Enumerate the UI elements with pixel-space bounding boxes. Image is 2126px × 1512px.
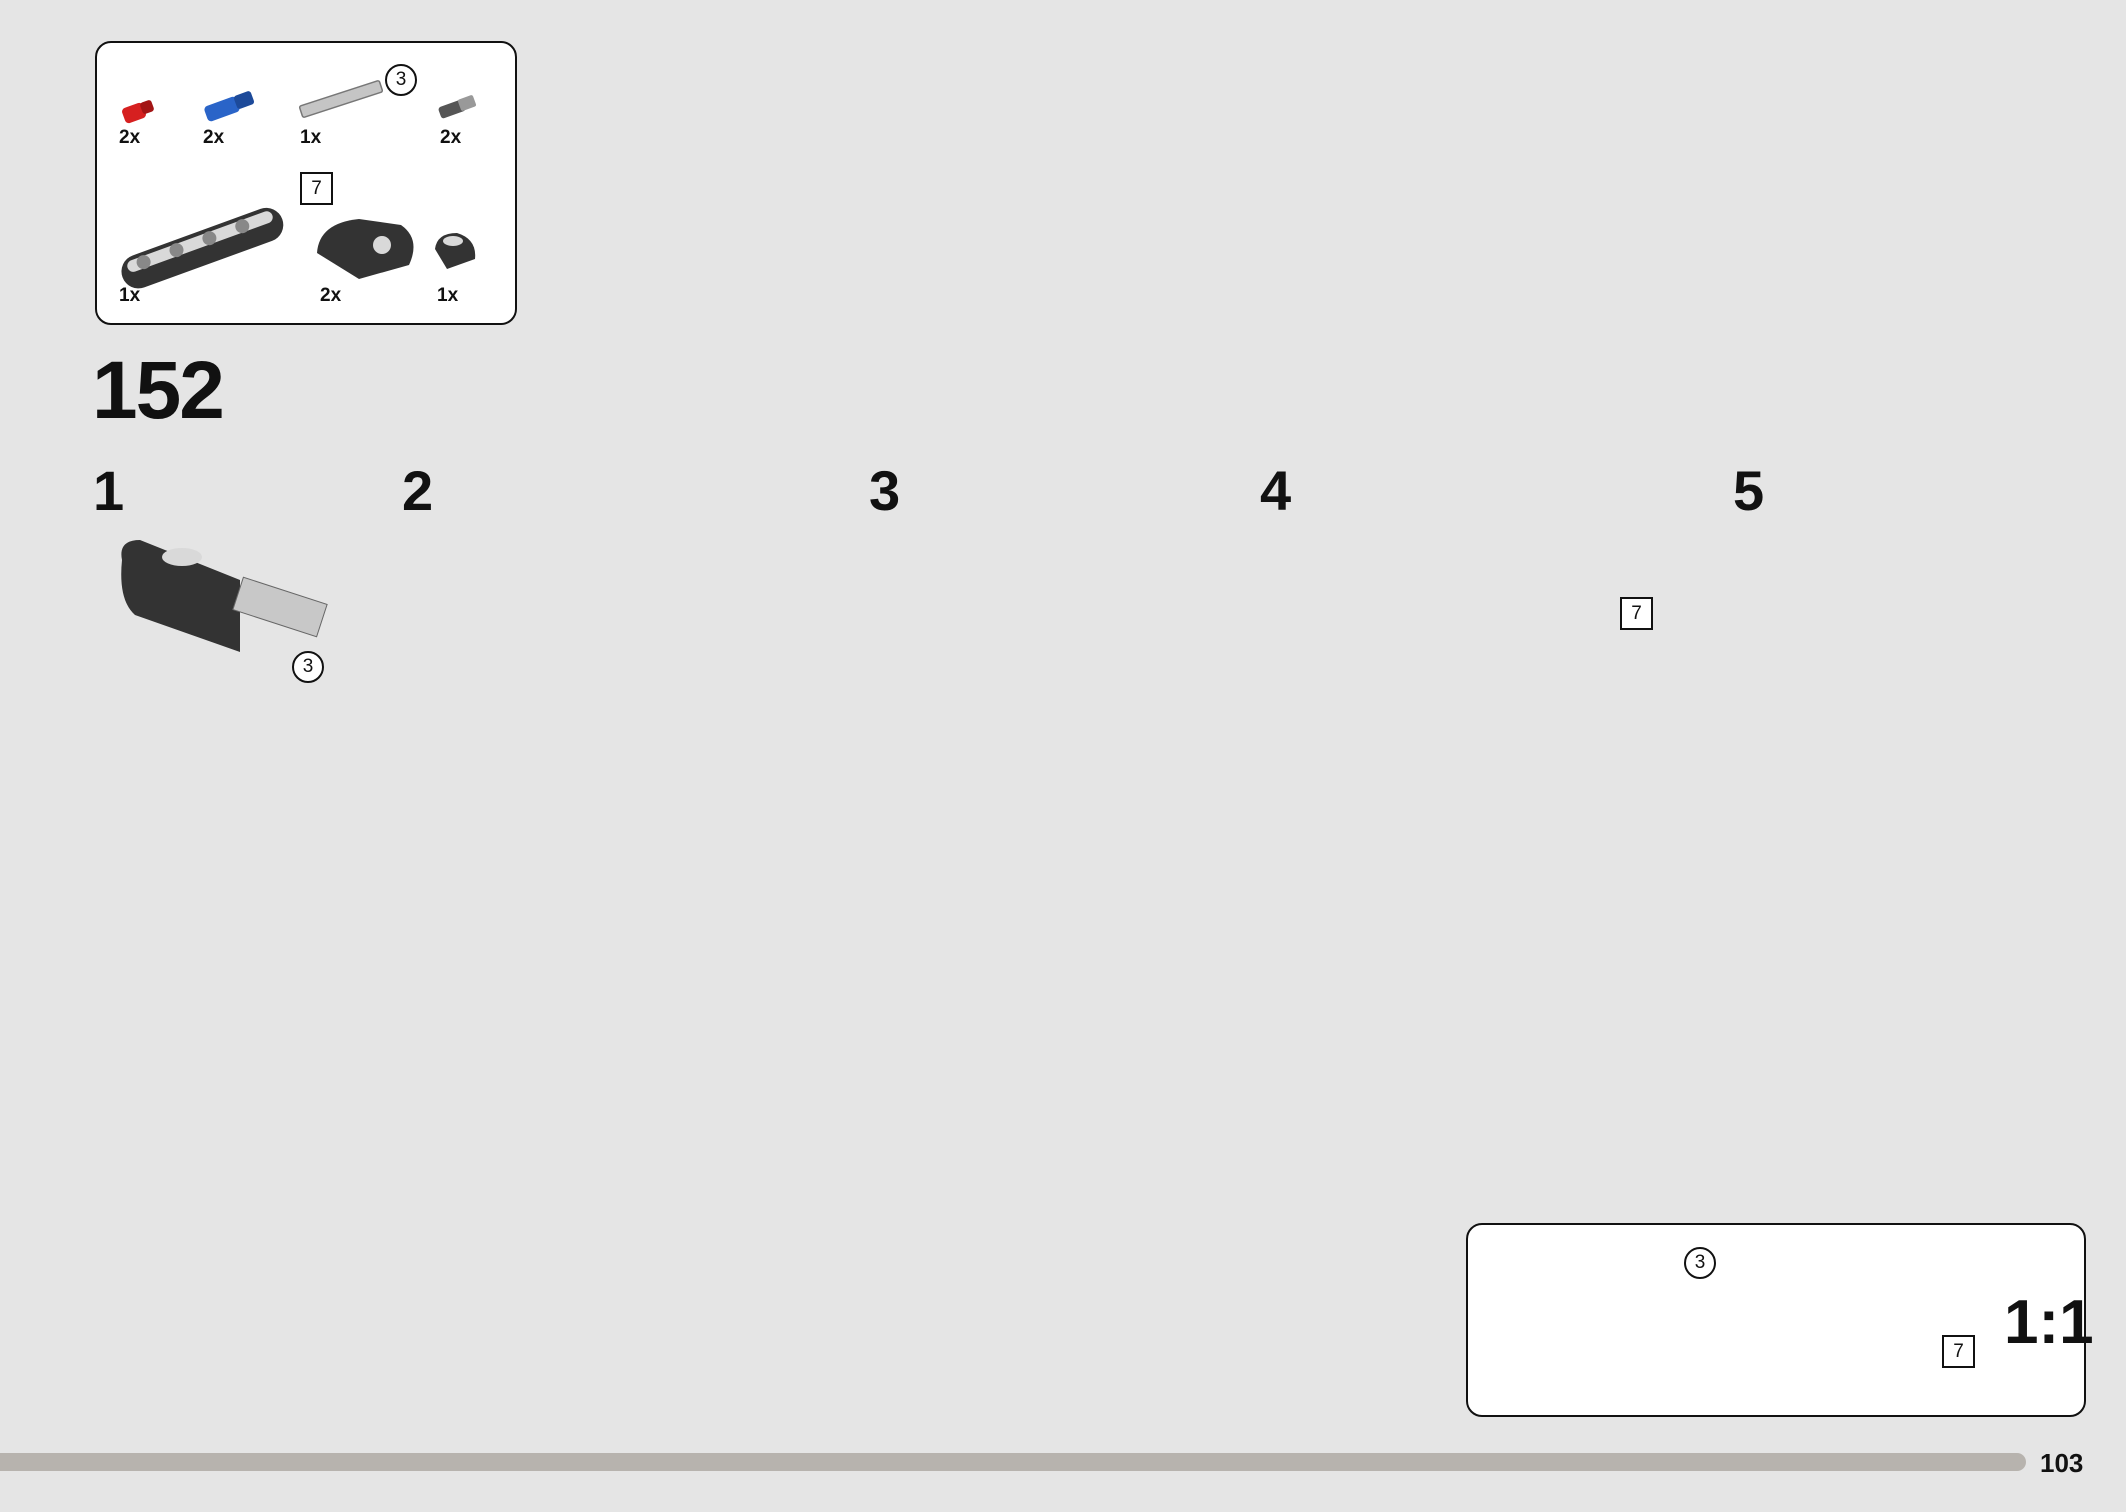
axle-length-callout-step1: 3 — [292, 651, 324, 683]
substep-1-illustration — [121, 540, 328, 652]
part-qty-red-pin: 2x — [119, 127, 141, 148]
beam-length-callout-step4: 7 — [1620, 597, 1653, 630]
part-qty-panel-small: 1x — [437, 285, 459, 306]
gray-axle-icon — [298, 80, 384, 118]
page-progress-bar — [0, 1453, 2026, 1471]
part-qty-axle: 1x — [300, 127, 322, 148]
part-qty-panel-large: 2x — [320, 285, 342, 306]
black-panel-small-icon — [435, 233, 476, 269]
dark-axle-pin-icon — [438, 95, 477, 119]
substep-4-number: 4 — [1260, 459, 1292, 522]
substep-5-number: 5 — [1733, 459, 1765, 522]
scale-ratio: 1:1 — [2004, 1288, 2094, 1357]
part-qty-blue-pin: 2x — [203, 127, 225, 148]
page-number: 103 — [2040, 1448, 2084, 1478]
black-beam-icon — [121, 207, 284, 289]
scale-axle-length-callout: 3 — [1684, 1247, 1716, 1279]
scale-beam-length-callout: 7 — [1942, 1335, 1975, 1368]
red-friction-pin-icon — [122, 100, 154, 124]
black-panel-large-icon — [317, 219, 414, 279]
parts-list-illustrations — [121, 80, 477, 289]
substep-1-number: 1 — [93, 459, 125, 522]
step-number: 152 — [92, 345, 225, 436]
part-qty-axle-pin: 2x — [440, 127, 462, 148]
substep-3-number: 3 — [869, 459, 901, 522]
scale-reference-box: 3 7 1:1 — [1466, 1223, 2094, 1417]
part-qty-beam: 1x — [119, 285, 141, 306]
axle-length-callout: 3 — [385, 64, 417, 96]
blue-long-pin-icon — [204, 91, 255, 122]
parts-list-box: 2x 2x 1x 2x 1x 2x 1x 3 7 — [95, 41, 517, 325]
beam-length-callout: 7 — [300, 172, 333, 205]
substep-2-number: 2 — [402, 459, 434, 522]
